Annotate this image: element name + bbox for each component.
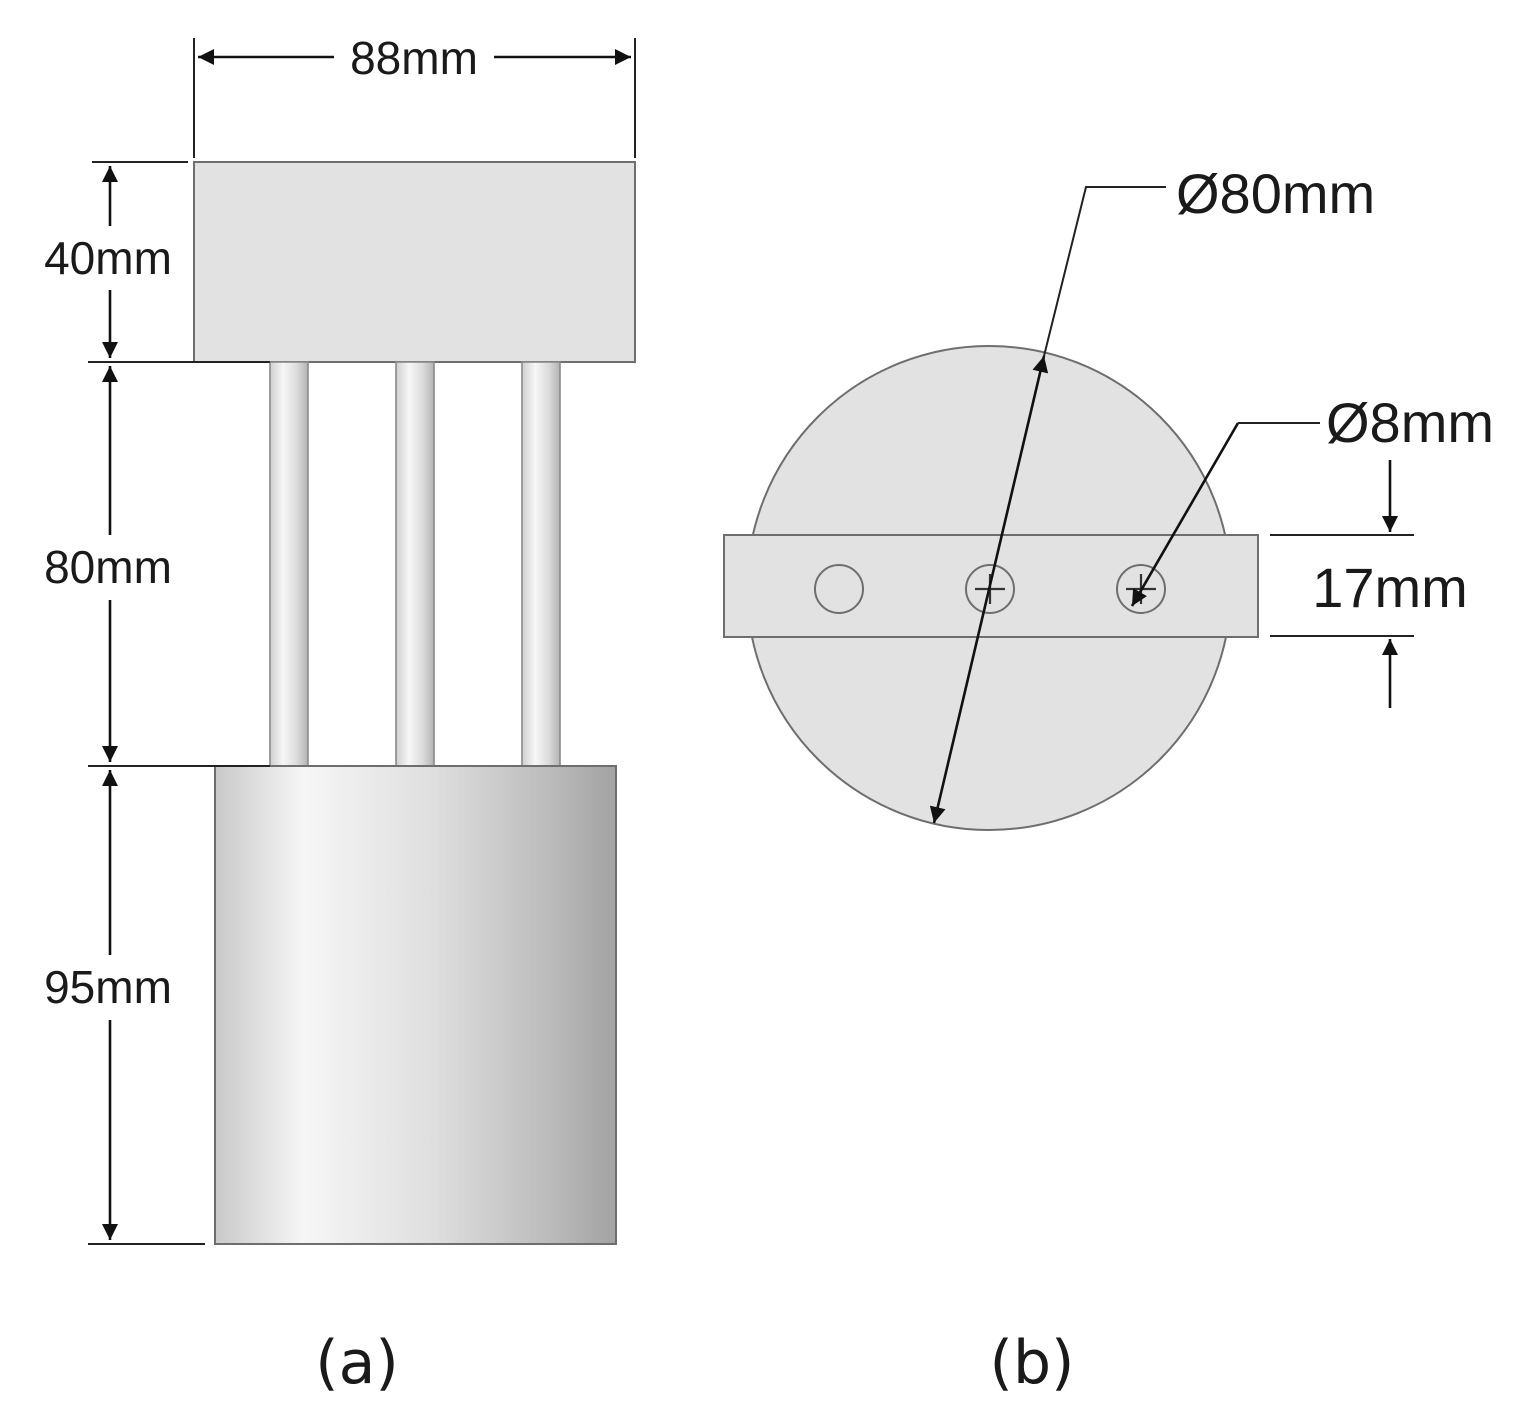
width-label: 88mm — [350, 32, 478, 84]
hole-diameter-label: Ø8mm — [1326, 391, 1494, 454]
width-dimension: 88mm — [193, 32, 636, 158]
caption-b: (b) — [990, 1328, 1075, 1398]
rod-middle — [395, 361, 435, 767]
caption-a: (a) — [315, 1328, 399, 1398]
hole-left — [814, 564, 864, 614]
rod-left — [269, 361, 309, 767]
hole-diameter-dimension: Ø8mm — [1130, 391, 1494, 607]
rod-height-label: 80mm — [44, 541, 172, 593]
top-block — [193, 161, 636, 363]
bottom-height-label: 95mm — [44, 961, 172, 1013]
outer-diameter-label: Ø80mm — [1176, 162, 1375, 225]
top-height-label: 40mm — [44, 232, 172, 284]
height-dimensions: 40mm 80mm 95mm — [44, 161, 270, 1245]
outer-diameter-dimension: Ø80mm — [929, 162, 1375, 824]
bottom-cylinder — [214, 765, 617, 1245]
view-a: 88mm 40mm 80mm 95mm (a) — [44, 32, 636, 1398]
rod-right — [521, 361, 561, 767]
view-b: Ø80mm Ø8mm 17mm (b) — [723, 162, 1494, 1398]
bar-height-dimension: 17mm — [1270, 460, 1468, 708]
bar-height-label: 17mm — [1312, 556, 1468, 619]
